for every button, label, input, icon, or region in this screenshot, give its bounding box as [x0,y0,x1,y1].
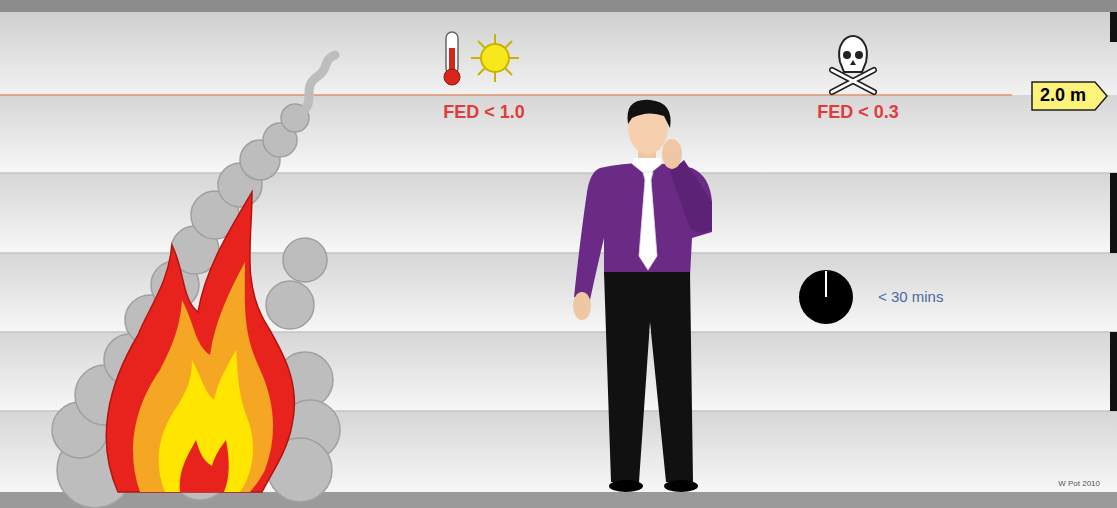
flame-core [180,440,229,492]
raised-hand [662,139,682,169]
band [0,95,1117,173]
flame-inner [159,350,253,492]
clock-hand [825,271,827,297]
clock-face [799,270,853,324]
sun-icon [471,34,519,82]
smoke-puff [283,238,327,282]
raised-arm [670,160,712,233]
top-bar [0,0,1117,12]
fed-toxic-label: FED < 0.3 [817,102,899,123]
smoke [52,55,340,508]
crossbone [832,70,874,92]
band [0,12,1117,95]
tie [639,172,657,270]
band [0,173,1117,253]
skull-eye [855,51,863,59]
scale-mark [1110,173,1117,253]
shoe [609,480,643,492]
hand [573,292,591,320]
thermometer-icon [444,32,460,85]
fed-heat-label: FED < 1.0 [443,102,525,123]
skull-eye [843,51,851,59]
skull-nose [850,60,856,65]
height-tag: 2.0 m [1031,81,1108,111]
scale-mark [1110,12,1117,42]
person [573,100,712,492]
floor [0,492,1117,508]
sun-disc [481,44,509,72]
flame-middle [133,262,273,492]
trousers [604,272,693,482]
sun-ray [478,41,512,75]
time-label: < 30 mins [878,288,943,305]
smoke-wisp [300,55,335,115]
clock-icon [799,270,853,324]
tag-outline [1032,82,1107,110]
thermometer-bulb [444,69,460,85]
crossbone [832,70,874,92]
scale-mark [1110,332,1117,411]
shoe [664,480,698,492]
skull [839,36,867,72]
hair [627,100,670,128]
height-line [0,94,1012,96]
height-value: 2.0 m [1040,85,1108,107]
sun-ray [478,41,512,75]
smoke-puff [266,281,314,329]
flame-outer [106,192,294,492]
fire [106,192,294,492]
grid-line [0,172,1117,174]
watermark: W Pot 2010 [1058,479,1100,488]
crossbone [832,70,874,92]
grid-line [0,252,1117,254]
crossbone [832,70,874,92]
skull-icon [832,36,874,92]
